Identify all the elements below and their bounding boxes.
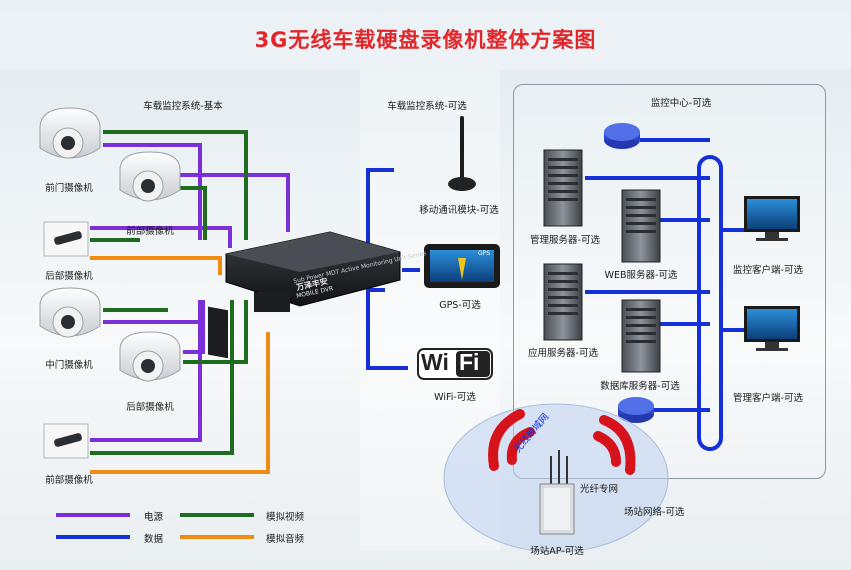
router-icon-top [604,123,640,149]
wireless-signal-right [593,415,636,475]
label-rear-camera-1: 后部摄像机 [45,271,93,282]
label-wifi: WiFi-可选 [434,392,476,403]
label-web-server: WEB服务器-可选 [604,270,678,281]
label-front-door-camera: 前门摄像机 [45,183,93,194]
monitor-client [744,196,800,241]
server-db [621,299,661,373]
gps-screen-text: GPS [478,250,491,257]
legend-video: 模拟视频 [266,512,305,523]
section-basic: 车载监控系统-基本 [143,101,223,112]
legend-power: 电源 [144,512,164,523]
wireless-signal-left [488,409,535,471]
server-app [543,263,583,341]
legend-lines [56,513,254,539]
dome-camera-middle-door [39,287,101,338]
antenna-icon [448,116,476,191]
label-front-camera-2: 前部摄像机 [45,475,93,486]
label-front-camera-1: 前部摄像机 [126,226,174,237]
label-station-ap: 场站AP-可选 [530,546,584,557]
bullet-camera-front-2 [43,423,89,459]
bullet-camera-rear-1 [43,221,89,257]
mobile-dvr [208,231,401,359]
mgmt-client [744,306,800,351]
label-station-network: 场站网络-可选 [624,507,685,518]
label-mgmt-client: 管理客户端-可选 [733,393,803,404]
dome-camera-front-1 [119,151,181,202]
label-mgmt-server: 管理服务器-可选 [530,235,600,246]
label-db-server: 数据库服务器-可选 [600,381,680,392]
dome-camera-rear-2 [119,331,181,382]
page-title: 3G无线车载硬盘录像机整体方案图 [254,28,597,52]
wifi-logo-fi: Fi [459,349,480,375]
server-slots [548,158,656,343]
server-mgmt [543,149,583,227]
video-lines [90,130,248,455]
label-rear-camera-2: 后部摄像机 [126,402,174,413]
router-icon-bottom [618,397,654,423]
dome-camera-front-door [39,107,101,159]
label-monitor-client: 监控客户端-可选 [733,265,803,276]
legend-audio: 模拟音频 [266,534,305,545]
wifi-logo [417,348,493,380]
section-center: 监控中心-可选 [650,98,712,109]
gps-device [424,244,500,288]
audio-lines [90,256,270,474]
legend-data: 数据 [144,534,164,545]
power-lines [90,143,290,442]
server-web [621,189,661,263]
label-app-server: 应用服务器-可选 [528,348,598,359]
network-bus [697,155,723,451]
label-middle-door-camera: 中门摄像机 [45,360,93,371]
label-mobile-module: 移动通讯模块-可选 [419,205,499,216]
label-gps: GPS-可选 [439,300,481,311]
section-optional: 车载监控系统-可选 [387,101,467,112]
label-fiber: 光纤专网 [580,484,619,495]
access-point [539,450,575,535]
wifi-logo-wi: Wi [421,349,449,375]
